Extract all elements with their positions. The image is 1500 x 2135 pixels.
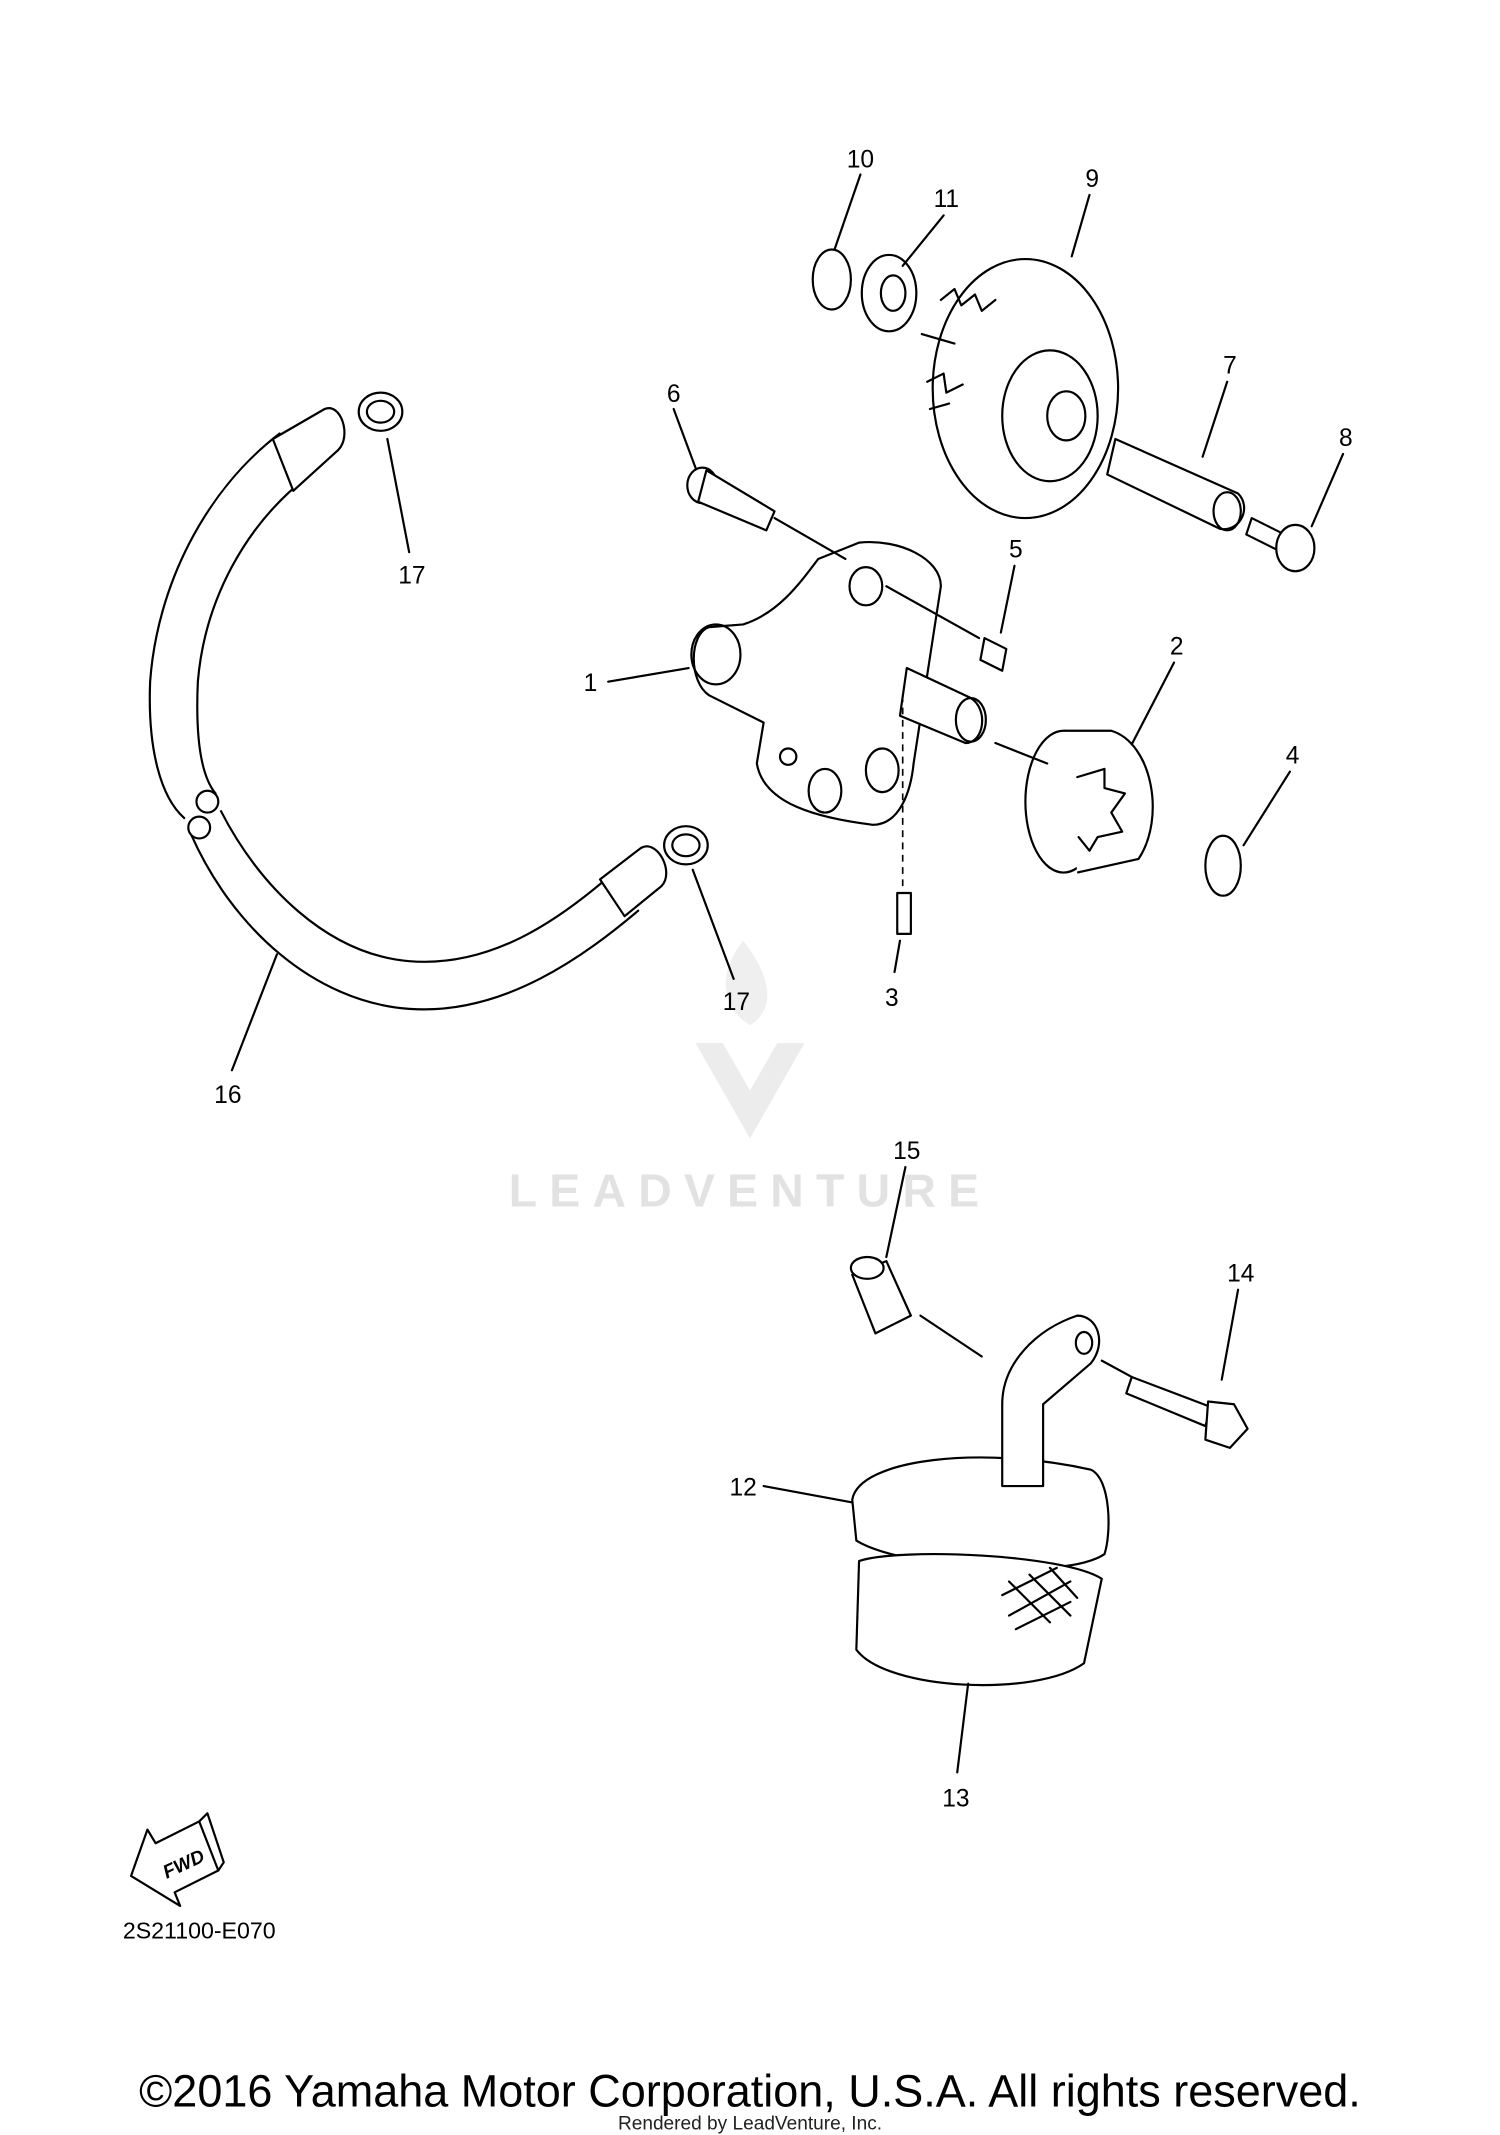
pump-rotor: [1024, 729, 1154, 874]
callout-17: 17: [723, 989, 750, 1016]
callout-12: 12: [730, 1475, 757, 1502]
callout-14: 14: [1227, 1261, 1254, 1288]
washer: [860, 253, 918, 333]
flange-bolt: [1125, 1375, 1249, 1449]
leadventure-watermark: LEADVENTURE: [509, 940, 992, 1217]
callout-17: 17: [398, 563, 425, 590]
oil-hose: [148, 407, 668, 1011]
watermark-text: LEADVENTURE: [509, 1165, 992, 1217]
diagram-code: 2S21100-E070: [123, 1918, 276, 1944]
callout-16: 16: [214, 1082, 241, 1109]
callout-13: 13: [942, 1785, 969, 1812]
pin: [896, 695, 912, 935]
callout-8: 8: [1339, 425, 1353, 452]
oil-pump-assembly: [690, 541, 987, 826]
assembly-lines: [773, 332, 1133, 1379]
callout-7: 7: [1223, 353, 1237, 380]
callout-9: 9: [1085, 166, 1099, 193]
copyright-notice: ©2016 Yamaha Motor Corporation, U.S.A. A…: [139, 2065, 1361, 2116]
callout-15: 15: [893, 1138, 920, 1165]
leader-lines: [230, 173, 1345, 1774]
callout-4: 4: [1286, 742, 1300, 769]
collar: [849, 1255, 912, 1335]
callout-11: 11: [934, 186, 959, 213]
rendered-by-notice: Rendered by LeadVenture, Inc.: [618, 2114, 882, 2135]
circlip: [811, 248, 852, 311]
callout-10: 10: [847, 147, 874, 174]
callout-6: 6: [667, 381, 681, 408]
callout-5: 5: [1009, 537, 1023, 564]
callout-1: 1: [584, 670, 598, 697]
oil-strainer: [851, 1314, 1110, 1687]
callout-2: 2: [1170, 633, 1184, 660]
fwd-arrow-icon: FWD: [129, 1812, 225, 1908]
hose-clip: [357, 391, 404, 432]
pump-drive-gear: [926, 257, 1120, 520]
o-ring: [1204, 834, 1242, 897]
bolt: [686, 466, 776, 532]
pump-shaft: [1106, 437, 1246, 532]
screw: [1245, 516, 1316, 573]
dowel-pin: [979, 636, 1008, 672]
hose-clip: [663, 825, 709, 866]
callout-3: 3: [885, 985, 899, 1012]
